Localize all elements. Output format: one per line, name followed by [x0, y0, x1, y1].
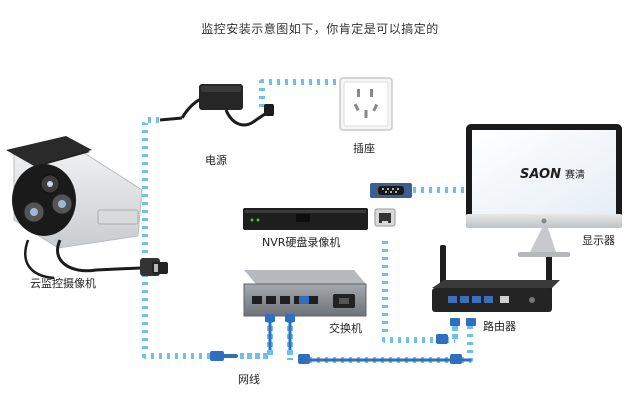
- cable-switch-down: [240, 318, 293, 360]
- label-cable: 网线: [238, 373, 260, 386]
- monitor-brand-name: 赛清: [565, 168, 585, 181]
- cable-camera-to-switch: [142, 117, 220, 359]
- nvr-device: [243, 208, 368, 230]
- patch-cable-switch-ports: [265, 296, 309, 350]
- cable-power-to-socket: [259, 79, 340, 108]
- power-adapter: [159, 84, 274, 127]
- label-monitor: 显示器: [582, 234, 615, 247]
- patch-cable-router-ports: [450, 318, 476, 326]
- camera-rj45-plug: [140, 258, 168, 276]
- label-nvr: NVR硬盘录像机: [262, 236, 341, 249]
- monitor-brand-logo: SAON: [520, 167, 561, 182]
- monitor-brand: SAON 赛清: [520, 167, 585, 182]
- patch-cable-right: [298, 334, 472, 364]
- cable-nvr-to-router: [382, 240, 455, 343]
- bullet-camera: [6, 136, 143, 280]
- vga-connector: [370, 183, 412, 198]
- label-router: 路由器: [483, 320, 516, 333]
- nvr-lan-port: [374, 208, 396, 227]
- label-power: 电源: [205, 154, 227, 167]
- network-switch: [243, 270, 367, 317]
- monitor: [466, 124, 622, 257]
- wall-socket: [339, 77, 393, 131]
- wifi-router: [432, 245, 560, 312]
- patch-cable-left: [210, 351, 238, 361]
- diagram-title: 监控安装示意图如下，你肯定是可以搞定的: [201, 22, 439, 36]
- label-camera: 云监控摄像机: [30, 277, 96, 290]
- label-socket: 插座: [353, 142, 375, 155]
- label-switch: 交换机: [329, 322, 362, 335]
